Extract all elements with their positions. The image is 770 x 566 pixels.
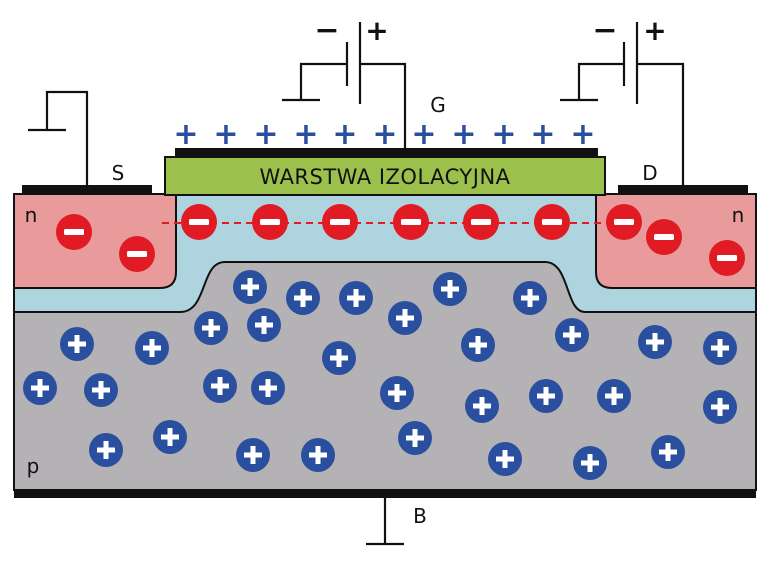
electron-icon xyxy=(646,219,682,255)
gate-label: G xyxy=(430,93,446,117)
drain-battery-plus: + xyxy=(643,14,666,47)
hole-icon xyxy=(433,272,467,306)
hole-icon xyxy=(529,379,563,413)
gate-charge-plus: + xyxy=(213,117,238,152)
electron-icon xyxy=(606,204,642,240)
insulator-layer xyxy=(164,156,606,196)
electrons xyxy=(56,204,745,276)
bulk-electrode xyxy=(14,490,756,498)
hole-icon xyxy=(573,446,607,480)
source-wire xyxy=(45,90,89,185)
insulator-label: WARSTWA IZOLACYJNA xyxy=(259,165,510,189)
hole-icon xyxy=(247,308,281,342)
gate-charge-plus: + xyxy=(570,117,595,152)
holes xyxy=(23,270,737,480)
hole-icon xyxy=(89,433,123,467)
gate-charge-plus: + xyxy=(372,117,397,152)
drain-label: D xyxy=(642,161,657,185)
electron-icon xyxy=(56,214,92,250)
hole-icon xyxy=(233,270,267,304)
electron-icon xyxy=(709,240,745,276)
gate-battery-minus: − xyxy=(314,13,339,48)
hole-icon xyxy=(388,301,422,335)
hole-icon xyxy=(703,390,737,424)
n-region-source xyxy=(13,193,177,289)
n-left-label: n xyxy=(25,203,38,227)
gate-charge-plus: + xyxy=(491,117,516,152)
gate-charges: + + + + + + + + + + + xyxy=(173,117,595,152)
electron-icon xyxy=(181,204,217,240)
depletion-boundary xyxy=(14,261,756,313)
source-label: S xyxy=(112,161,125,185)
electron-icon xyxy=(393,204,429,240)
source-electrode xyxy=(22,185,152,194)
gate-battery-icon xyxy=(282,22,407,148)
electron-icon xyxy=(534,204,570,240)
hole-icon xyxy=(135,331,169,365)
gate-charge-plus: + xyxy=(293,117,318,152)
gate-charge-plus: + xyxy=(451,117,476,152)
hole-icon xyxy=(84,373,118,407)
gate-electrode xyxy=(175,148,598,157)
hole-icon xyxy=(638,325,672,359)
bulk-label: B xyxy=(413,504,427,528)
hole-icon xyxy=(651,435,685,469)
gate-charge-plus: + xyxy=(530,117,555,152)
hole-icon xyxy=(203,369,237,403)
hole-icon xyxy=(703,331,737,365)
hole-icon xyxy=(23,371,57,405)
drain-battery-icon xyxy=(560,22,685,185)
hole-icon xyxy=(236,438,270,472)
hole-icon xyxy=(251,371,285,405)
hole-icon xyxy=(322,341,356,375)
hole-icon xyxy=(461,328,495,362)
n-right-label: n xyxy=(732,203,745,227)
hole-icon xyxy=(555,318,589,352)
electron-icon xyxy=(252,204,288,240)
electron-icon xyxy=(119,236,155,272)
hole-icon xyxy=(380,376,414,410)
gate-charge-plus: + xyxy=(411,117,436,152)
hole-icon xyxy=(465,389,499,423)
hole-icon xyxy=(597,379,631,413)
hole-icon xyxy=(153,420,187,454)
gate-charge-plus: + xyxy=(173,117,198,152)
hole-icon xyxy=(286,281,320,315)
hole-icon xyxy=(339,281,373,315)
hole-icon xyxy=(60,327,94,361)
hole-icon xyxy=(488,442,522,476)
electron-icon xyxy=(322,204,358,240)
hole-icon xyxy=(513,281,547,315)
hole-icon xyxy=(301,438,335,472)
gate-charge-plus: + xyxy=(253,117,278,152)
electron-icon xyxy=(463,204,499,240)
gate-charge-plus: + xyxy=(332,117,357,152)
drain-battery-minus: − xyxy=(592,13,617,48)
gate-battery-plus: + xyxy=(365,14,388,47)
drain-electrode xyxy=(618,185,748,194)
p-region-label: p xyxy=(27,454,40,478)
hole-icon xyxy=(398,421,432,455)
hole-icon xyxy=(194,311,228,345)
